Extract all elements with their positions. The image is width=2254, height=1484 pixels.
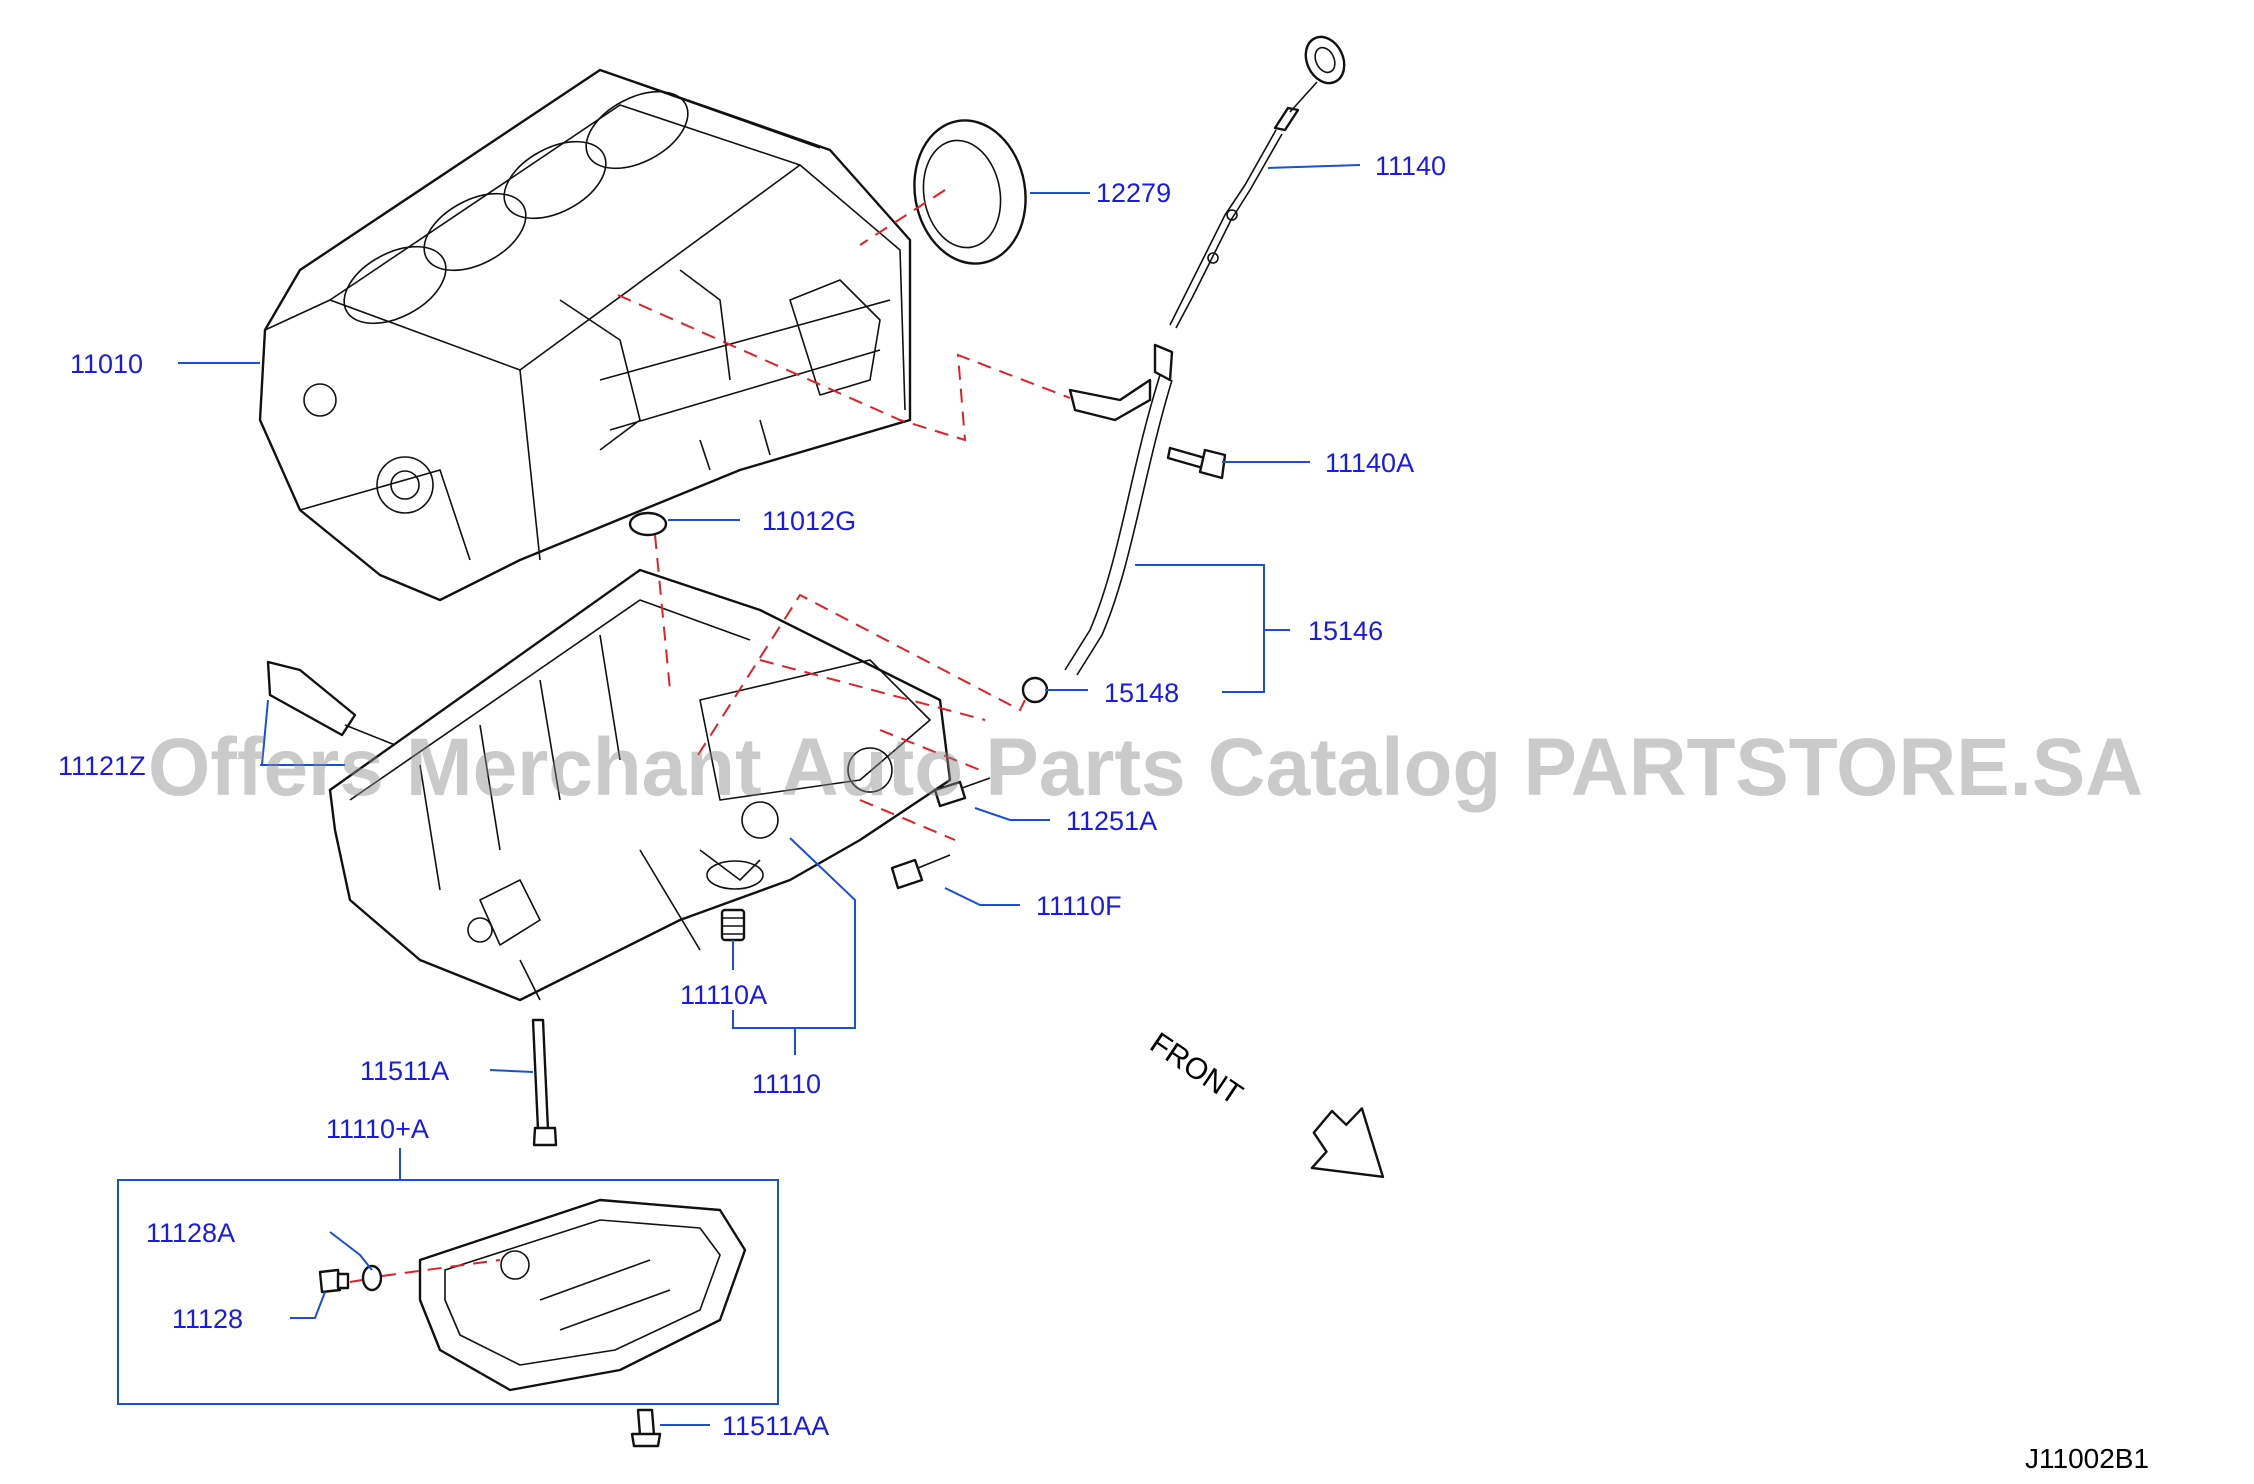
bolt-11251A-drawing (933, 777, 991, 808)
stud-bolt-11511A-drawing (531, 1018, 558, 1147)
bolt-11511AA-drawing (630, 1408, 662, 1448)
callout-11110[interactable]: 11110 (752, 1069, 821, 1099)
callout-11251A[interactable]: 11251A (1066, 806, 1157, 836)
callout-15148[interactable]: 15148 (1104, 678, 1179, 708)
oil-strainer-drawing (266, 660, 396, 746)
bolt-11110F-drawing (890, 854, 951, 890)
callout-11140A[interactable]: 11140A (1325, 448, 1414, 478)
callout-11128[interactable]: 11128 (172, 1304, 243, 1334)
phantom-assembly-lines (349, 189, 1071, 1283)
front-arrow-icon (1310, 1107, 1385, 1179)
part-callout-labels: 12279 11140 11010 11140A 11012G 15146 15… (58, 151, 1446, 1441)
rear-oil-seal-drawing (913, 119, 1027, 265)
oil-level-gauge-drawing (1169, 35, 1346, 329)
callout-11110A[interactable]: 11110A (680, 980, 767, 1010)
callout-11012G[interactable]: 11012G (762, 506, 856, 536)
callout-15146[interactable]: 15146 (1308, 616, 1383, 646)
plug-11110A-drawing (720, 908, 746, 942)
oil-pan-drawing (418, 1198, 747, 1392)
callout-11110-plus-A[interactable]: 11110+A (326, 1114, 429, 1144)
watermark-text: Offers Merchant Auto Parts Catalog PARTS… (148, 722, 2143, 813)
callout-11010[interactable]: 11010 (70, 349, 143, 379)
bolt-11140A-drawing (1166, 446, 1227, 480)
callout-11110F[interactable]: 11110F (1036, 891, 1122, 921)
callout-11121Z[interactable]: 11121Z (58, 751, 146, 781)
callout-11128A[interactable]: 11128A (146, 1218, 235, 1248)
oil-level-gauge-guide-drawing (1021, 343, 1174, 704)
leader-lines (178, 164, 1361, 1426)
diagram-code-label: J11002B1 (2025, 1443, 2149, 1474)
oil-pan-group-box (117, 1179, 779, 1405)
callout-11511A[interactable]: 11511A (360, 1056, 449, 1086)
callout-11140[interactable]: 11140 (1375, 151, 1446, 181)
drain-washer-drawing (361, 1264, 383, 1292)
drain-plug-drawing (318, 1268, 350, 1294)
callout-12279[interactable]: 12279 (1096, 178, 1171, 208)
callout-11511AA[interactable]: 11511AA (722, 1411, 829, 1441)
cylinder-block-drawing (258, 68, 912, 602)
front-direction-label: FRONT (1144, 1026, 1248, 1111)
lower-cylinder-block-drawing (328, 568, 952, 1002)
o-ring-11012G-drawing (628, 511, 668, 537)
